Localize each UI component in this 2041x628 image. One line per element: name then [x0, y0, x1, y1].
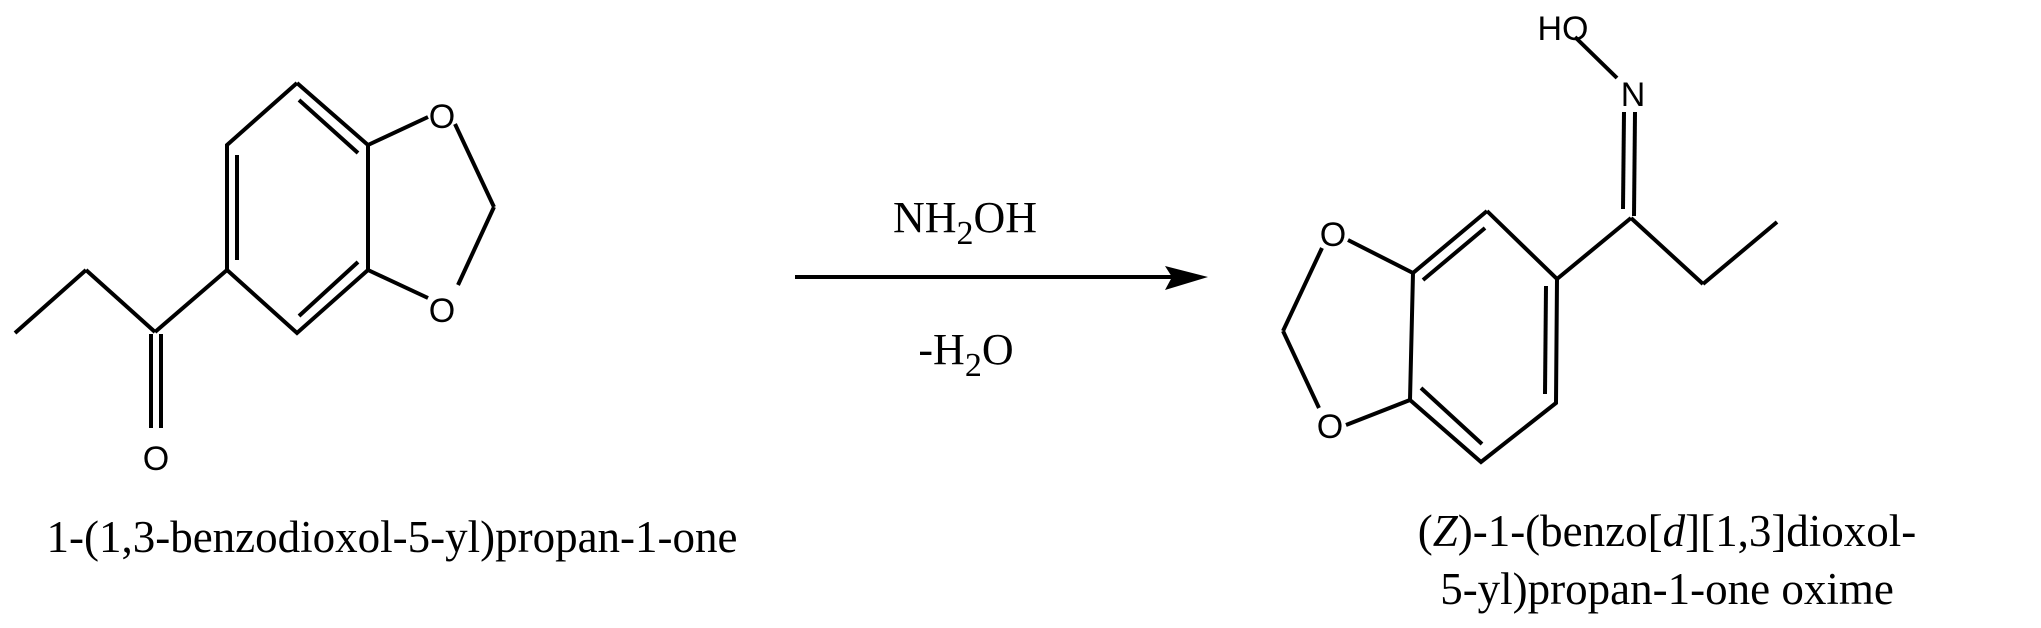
product-ring-bonds	[1407, 209, 1560, 465]
reactant-ring-oxygen-top: O	[429, 98, 455, 136]
reactant-name: 1-(1,3-benzodioxol-5-yl)propan-1-one	[46, 512, 737, 562]
product-o-ch2-bond	[1281, 247, 1324, 332]
product-c-n-double-bond	[1621, 111, 1626, 210]
product-c-n-double-bond	[1632, 111, 1637, 217]
product-hydroxyl: HO	[1538, 10, 1589, 48]
arrow-head-icon	[1165, 266, 1208, 290]
reagent-above: NH2OH	[893, 193, 1037, 252]
product-aryl-c-bond	[1555, 216, 1633, 281]
reactant-o-ch2-bond	[453, 123, 496, 208]
reactant-carbonyl-oxygen: O	[143, 440, 169, 478]
product-name-line2: 5-yl)propan-1-one oxime	[1440, 564, 1894, 614]
product-double-bond-inner	[1543, 285, 1548, 395]
reactant-c-o-bond	[367, 268, 429, 300]
product-ch2-ch3-bond	[1701, 220, 1779, 286]
product-double-bond-inner	[1419, 386, 1484, 446]
product-double-bond-inner	[1421, 226, 1487, 282]
reaction-arrow: NH2OH -H2O	[795, 193, 1208, 384]
reactant-ch2-o-bond	[456, 206, 496, 286]
reactant-ring-oxygen-bottom: O	[429, 292, 455, 330]
reactant-aryl-carbonyl-bond	[153, 268, 229, 334]
reactant-c-o-bond	[367, 115, 429, 147]
product-c-ch2-bond	[1629, 216, 1705, 286]
product-ch2-o-bond	[1281, 330, 1321, 409]
reactant-ring-bonds	[225, 81, 370, 336]
product-structure: HO N O O	[1281, 10, 1779, 465]
product-ring-oxygen-bottom: O	[1317, 408, 1343, 446]
product-n-o-bond	[1573, 35, 1619, 80]
product-c-o-bond	[1345, 398, 1411, 427]
reactant-structure: O O O	[13, 81, 496, 478]
product-oxime-nitrogen: N	[1621, 76, 1646, 114]
reactant-ch2-ch3-bond	[13, 268, 88, 335]
reagent-below: -H2O	[918, 325, 1013, 384]
reactant-double-bond-inner	[297, 98, 360, 155]
product-ring-oxygen-top: O	[1320, 216, 1346, 254]
reactant-carbonyl-ch2-bond	[84, 268, 157, 334]
product-name-line1: (Z)-1-(benzo[d][1,3]dioxol-	[1418, 506, 1917, 556]
product-c-o-bond	[1347, 238, 1414, 275]
reactant-double-bond-inner	[297, 260, 360, 318]
